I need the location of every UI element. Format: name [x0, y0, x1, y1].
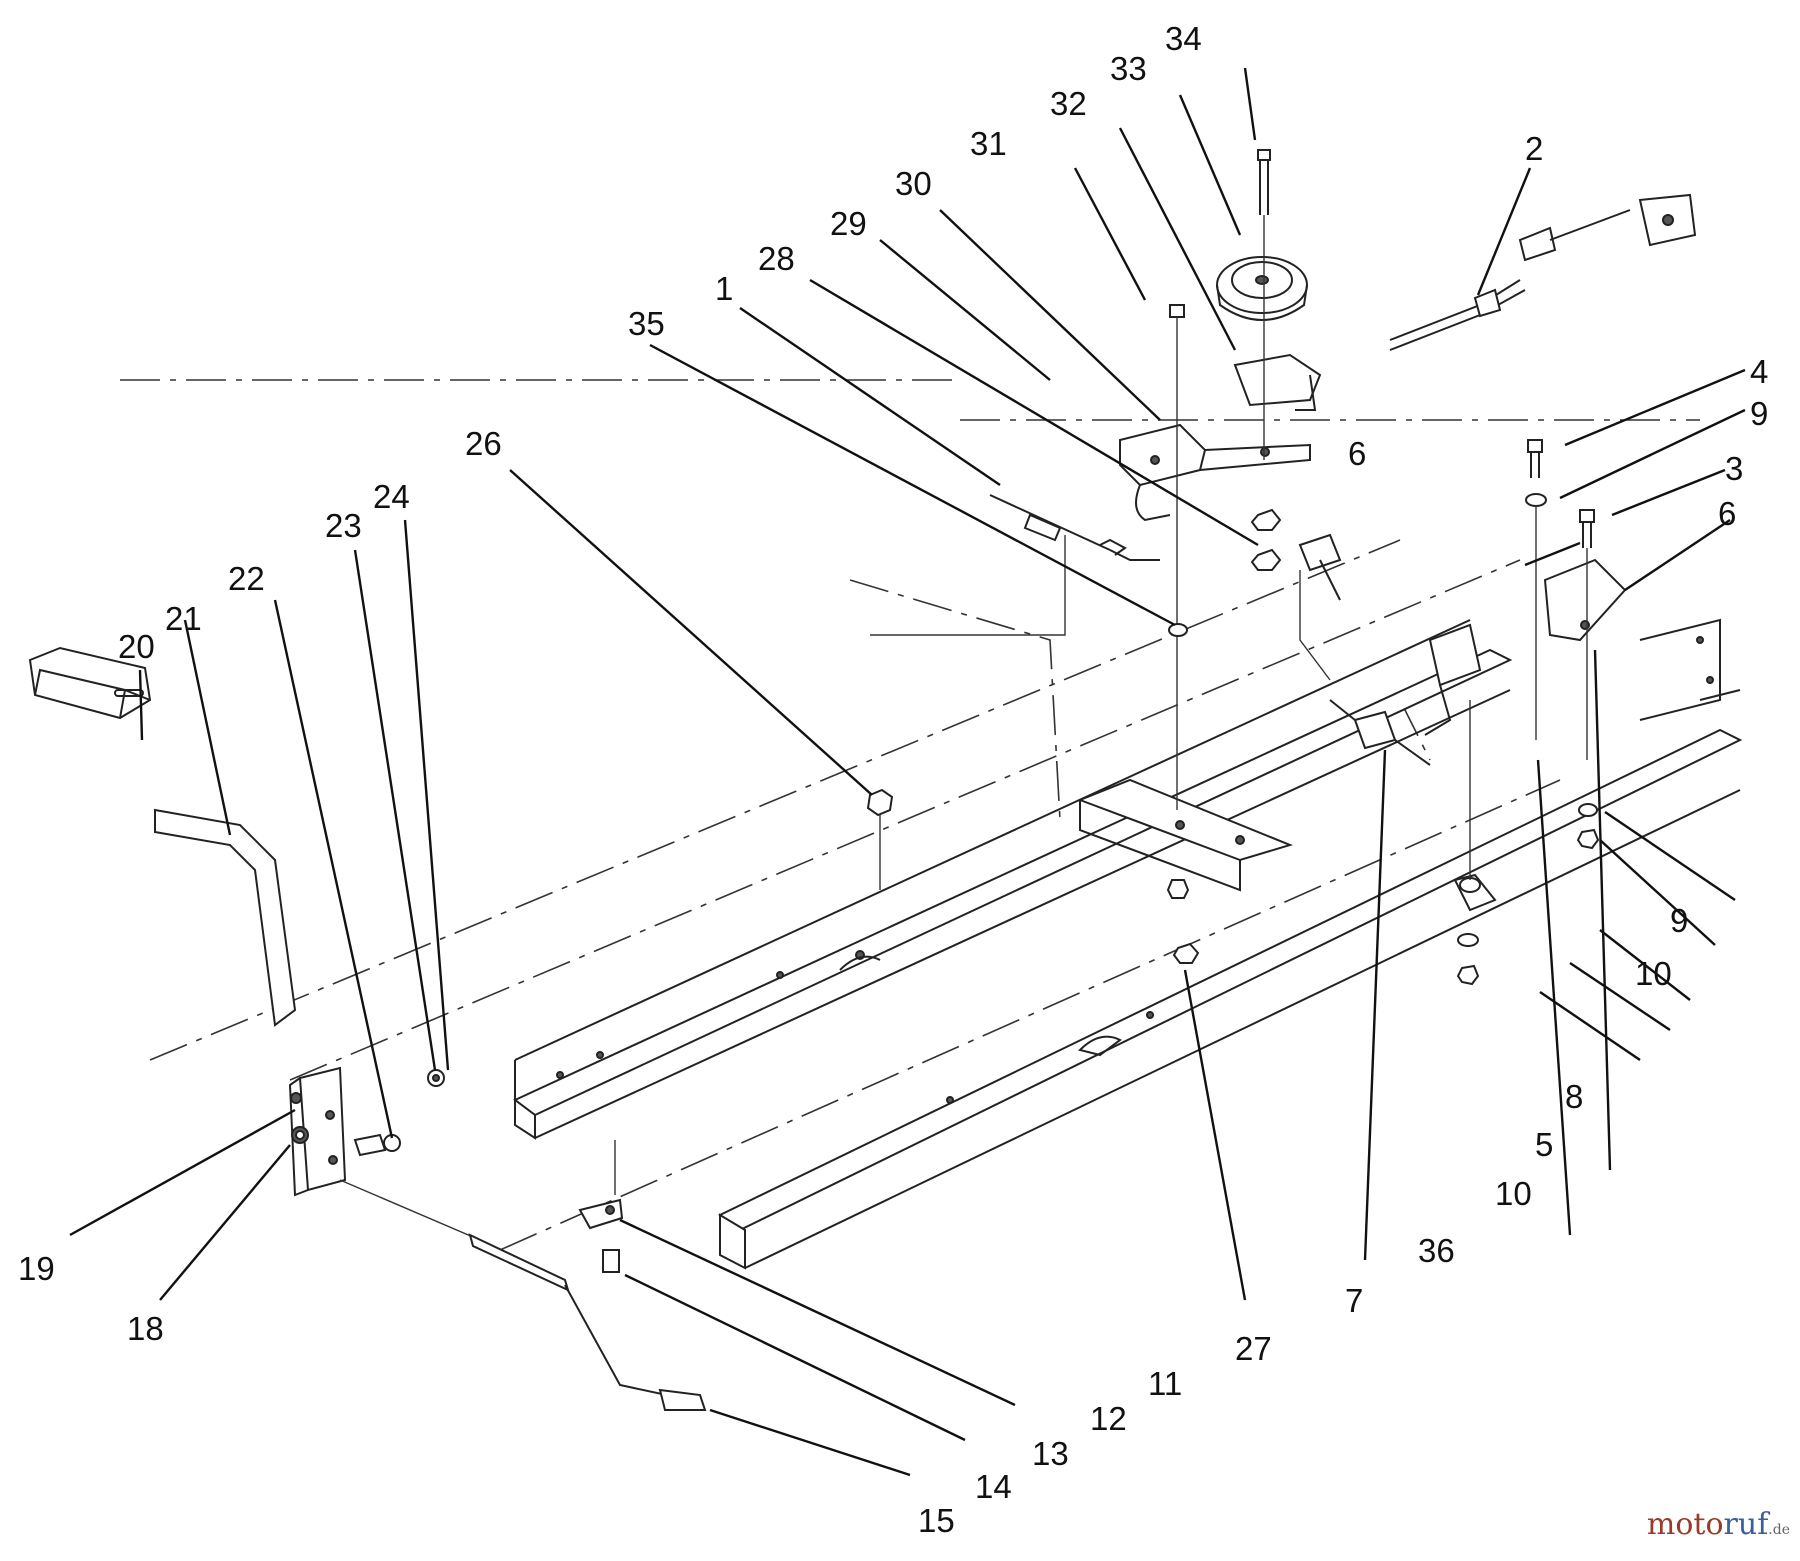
callout-33: 33 — [1110, 50, 1147, 87]
callout-6-left: 6 — [1348, 435, 1366, 472]
callout-12: 12 — [1090, 1400, 1127, 1437]
callout-15: 15 — [918, 1502, 955, 1539]
callout-32: 32 — [1050, 85, 1087, 122]
callout-22: 22 — [228, 560, 265, 597]
idler-pulley-33 — [1216, 256, 1308, 321]
callout-6-right: 6 — [1718, 495, 1736, 532]
idler-bracket-30 — [1119, 423, 1311, 522]
callout-35: 35 — [628, 305, 665, 342]
washer-9-top — [1525, 493, 1547, 740]
bolt-14 — [602, 1249, 620, 1273]
frame-rail-upper — [513, 619, 1513, 1140]
callout-10-center: 10 — [1495, 1175, 1532, 1212]
watermark-logo: motoruf.de — [1647, 1507, 1790, 1542]
callout-9-top: 9 — [1750, 395, 1768, 432]
callout-5: 5 — [1535, 1126, 1553, 1163]
bracket-32 — [1233, 353, 1322, 411]
callout-28: 28 — [758, 240, 795, 277]
nut-27 — [1172, 942, 1200, 964]
watermark-suffix: .de — [1768, 1522, 1790, 1538]
nut-10-center — [1456, 964, 1480, 986]
callout-20: 20 — [118, 628, 155, 665]
washer-9-bottom — [1578, 803, 1598, 817]
nut-10-right — [1576, 828, 1600, 850]
spring-7 — [1329, 699, 1431, 766]
callout-9-bottom: 9 — [1670, 902, 1688, 939]
frame-phantom-lines — [120, 379, 1700, 1251]
cross-member — [1077, 778, 1294, 892]
callout-8: 8 — [1565, 1078, 1583, 1115]
watermark-part1: moto — [1646, 1507, 1724, 1542]
leader-lines — [69, 67, 1746, 1477]
spring-1 — [870, 494, 1160, 636]
callout-19: 19 — [18, 1250, 55, 1287]
callout-10-right: 10 — [1635, 955, 1672, 992]
bolt-3 — [1579, 509, 1595, 760]
callout-18: 18 — [127, 1310, 164, 1347]
frame-rail-lower — [718, 618, 1743, 1270]
bolt-6-left — [1298, 533, 1342, 681]
callout-29: 29 — [830, 205, 867, 242]
callout-3: 3 — [1725, 450, 1743, 487]
callout-34: 34 — [1165, 20, 1202, 57]
pedal-arm — [154, 808, 297, 1027]
callout-2: 2 — [1525, 130, 1543, 167]
washer-8 — [1457, 933, 1479, 947]
callout-14: 14 — [975, 1468, 1012, 1505]
guard-bracket-36 — [1424, 623, 1482, 736]
callout-1: 1 — [715, 270, 733, 307]
callout-31: 31 — [970, 125, 1007, 162]
callout-labels: 34 33 32 31 30 29 28 1 35 2 26 24 23 22 … — [18, 20, 1768, 1539]
spacer-5 — [1453, 700, 1497, 912]
callout-24: 24 — [373, 478, 410, 515]
nut-26 — [866, 788, 894, 890]
clip-13 — [578, 1140, 624, 1230]
callout-13: 13 — [1032, 1435, 1069, 1472]
callout-30: 30 — [895, 165, 932, 202]
spring-2 — [1389, 193, 1697, 351]
watermark-part2: ruf — [1723, 1507, 1769, 1542]
callout-11: 11 — [1148, 1365, 1182, 1402]
plate-6-right — [1543, 558, 1627, 642]
pedal-pad — [28, 646, 152, 720]
bolt-34 — [1257, 149, 1271, 460]
callout-26: 26 — [465, 425, 502, 462]
bolt-31 — [1166, 304, 1190, 899]
callout-23: 23 — [325, 507, 362, 544]
washer-23 — [427, 1069, 445, 1087]
bolt-4 — [1527, 439, 1543, 478]
callout-7: 7 — [1345, 1282, 1363, 1319]
pedal-bracket — [288, 1066, 401, 1197]
callout-4: 4 — [1750, 353, 1768, 390]
callout-21: 21 — [165, 600, 202, 637]
brake-rod — [339, 1179, 707, 1411]
callout-27: 27 — [1235, 1330, 1272, 1367]
callout-36: 36 — [1418, 1232, 1455, 1269]
nut-28 — [1250, 508, 1282, 571]
